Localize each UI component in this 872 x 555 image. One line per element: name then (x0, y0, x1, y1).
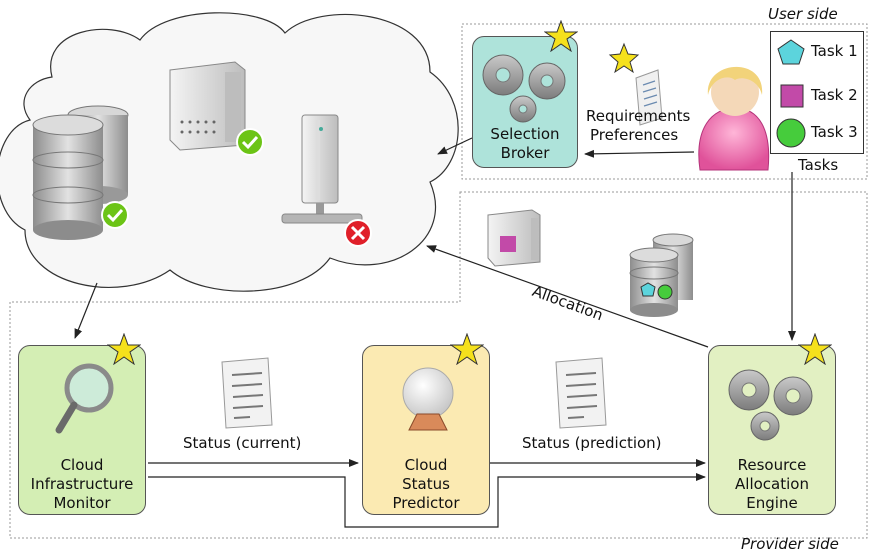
task-legend: Task 1 Task 2 Task 3 (770, 31, 864, 154)
star-icon (107, 333, 141, 365)
resource-engine-node: Resource Allocation Engine (708, 345, 836, 515)
star-icon (608, 42, 640, 74)
legend-task-1: Task 1 (811, 42, 858, 60)
check-icon (101, 201, 129, 229)
pentagon-icon (777, 39, 805, 65)
check-icon (236, 128, 264, 156)
error-icon (344, 219, 372, 247)
gears-icon (482, 54, 566, 123)
selection-broker-label: Selection Broker (490, 125, 560, 162)
resource-engine-label: Resource Allocation Engine (735, 456, 809, 512)
arrow-user-to-broker (584, 149, 695, 158)
selection-broker-node: Selection Broker (472, 36, 578, 168)
status-prediction-document-icon (555, 357, 607, 429)
tower-server-icon (281, 114, 363, 224)
cloud-monitor-label: Cloud Infrastructure Monitor (30, 456, 134, 512)
crystal-ball-icon (402, 367, 454, 431)
requirements-document-icon (635, 69, 663, 126)
tasks-label: Tasks (798, 156, 839, 174)
cloud-monitor-node: Cloud Infrastructure Monitor (18, 345, 146, 515)
requirements-label: Requirements (586, 107, 691, 125)
gears-icon (728, 369, 813, 441)
status-current-document-icon (221, 357, 273, 429)
magnifier-icon (55, 363, 114, 434)
allocated-database-icon (629, 233, 694, 317)
server-icon (169, 61, 246, 151)
legend-task-3: Task 3 (811, 123, 858, 141)
cloud-predictor-label: Cloud Status Predictor (392, 456, 460, 512)
star-icon (544, 20, 578, 52)
provider-side-region (9, 191, 868, 539)
arrow-engine-to-cloud (426, 245, 709, 348)
status-current-label: Status (current) (183, 434, 302, 452)
database-icon (32, 105, 129, 240)
arrow-cloud-to-monitor (74, 282, 98, 339)
circle-icon (776, 118, 806, 148)
legend-task-2: Task 2 (811, 86, 858, 104)
arrow-monitor-to-engine-bypass (148, 473, 706, 528)
provider-side-label: Provider side (741, 535, 839, 553)
status-prediction-label: Status (prediction) (522, 434, 662, 452)
square-icon (780, 84, 804, 108)
star-icon (450, 333, 484, 365)
star-icon (798, 333, 832, 365)
cloud-predictor-node: Cloud Status Predictor (362, 345, 490, 515)
allocated-server-icon (487, 209, 541, 267)
arrow-broker-to-cloud (437, 137, 473, 155)
user-avatar-icon (698, 66, 770, 171)
user-side-label: User side (768, 5, 838, 23)
preferences-label: Preferences (590, 126, 679, 144)
